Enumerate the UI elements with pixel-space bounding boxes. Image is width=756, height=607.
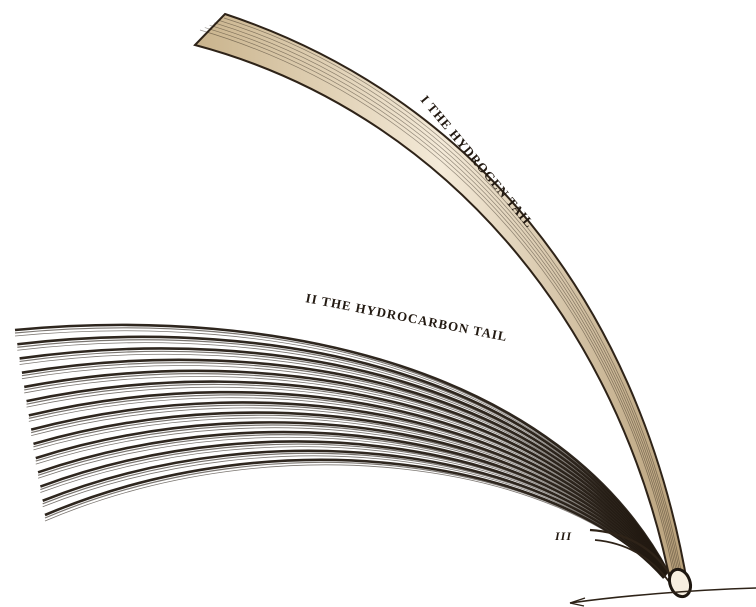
- hydrocarbon-tail-label: II THE HYDROCARBON TAIL: [304, 290, 508, 344]
- orbit-line: [570, 588, 756, 603]
- tail-three-label: III: [554, 529, 572, 543]
